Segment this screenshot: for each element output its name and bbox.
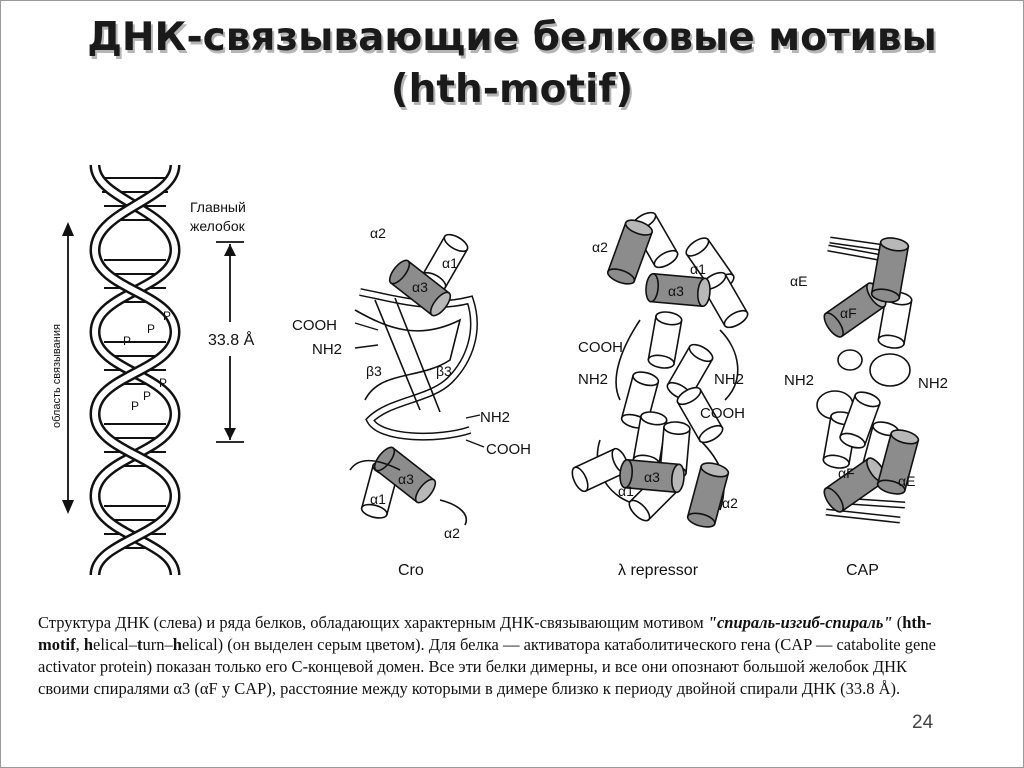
phosphate-label: P xyxy=(123,334,131,348)
cro-structure xyxy=(349,230,485,526)
cro-caption: Cro xyxy=(398,562,424,579)
lambda-alpha1-label-2: α1 xyxy=(618,483,634,499)
distance-arrow xyxy=(216,241,244,443)
slide-title: ДНК-связывающие белковые мотивы (hth-mot… xyxy=(0,12,1024,116)
caption-bold-letter: h xyxy=(172,635,182,654)
cro-cooh-label-2: COOH xyxy=(486,441,531,458)
lambda-nh2-label-2: NH2 xyxy=(714,371,744,388)
phosphate-label: P xyxy=(159,376,167,390)
cro-beta3-label: β3 xyxy=(366,363,382,379)
phosphate-label: P xyxy=(147,322,155,336)
caption-text: elical– xyxy=(93,635,137,654)
cro-alpha3-label: α3 xyxy=(412,279,428,295)
cap-structure xyxy=(816,235,921,524)
lambda-alpha1-label: α1 xyxy=(690,261,706,277)
cro-labels: α2 α1 α3 COOH NH2 β3 β3 NH2 COOH α3 α1 α… xyxy=(292,225,531,579)
distance-label: 33.8 Å xyxy=(208,330,255,349)
cap-alphaE-label-2: αE xyxy=(898,473,915,489)
cap-alphaE-label: αE xyxy=(790,273,807,289)
cap-nh2-label: NH2 xyxy=(784,372,814,389)
lambda-labels: α2 α1 α3 COOH NH2 NH2 COOH α3 α1 α2 λ re… xyxy=(578,239,745,579)
caption-bold-letter: h xyxy=(83,635,94,654)
binding-region-arrow xyxy=(62,222,74,514)
cap-labels: αE αF NH2 NH2 αF αE CAP xyxy=(784,273,948,579)
caption-motif-abbrev: hth-motif xyxy=(38,613,932,654)
lambda-alpha2-label: α2 xyxy=(592,239,608,255)
cro-alpha3-label-2: α3 xyxy=(398,471,414,487)
caption-text: ( xyxy=(892,613,903,632)
phosphate-labels: P P P P P P xyxy=(123,309,171,413)
lambda-cooh-label-2: COOH xyxy=(700,405,745,422)
dna-helix xyxy=(89,164,181,576)
caption-text: Структура ДНК (слева) и ряда белков, обл… xyxy=(38,613,708,632)
title-line-1: ДНК-связывающие белковые мотивы xyxy=(87,15,937,60)
cro-cooh-label: COOH xyxy=(292,317,337,334)
cro-beta3-label-2: β3 xyxy=(436,363,452,379)
cro-alpha2-label: α2 xyxy=(370,225,386,241)
binding-region-label: область связывания xyxy=(51,324,63,428)
cro-alpha2-label-2: α2 xyxy=(444,525,460,541)
figure: P P P P P P область связывания Главный ж… xyxy=(51,164,948,579)
lambda-nh2-label: NH2 xyxy=(578,371,608,388)
cro-alpha1-label: α1 xyxy=(442,255,458,271)
cro-nh2-label-2: NH2 xyxy=(480,409,510,426)
caption-bold-letter: t xyxy=(137,635,143,654)
lambda-alpha3-label-2: α3 xyxy=(644,469,660,485)
caption-text: elical) (он выделен серым цветом). Для б… xyxy=(38,635,936,698)
page-number: 24 xyxy=(912,712,934,733)
caption-text: , xyxy=(75,635,84,654)
figure-caption: Структура ДНК (слева) и ряда белков, обл… xyxy=(38,612,958,700)
cro-nh2-label: NH2 xyxy=(312,341,342,358)
major-groove-label-1: Главный xyxy=(190,199,246,215)
caption-motif-quote: "спираль-изгиб-спираль" xyxy=(707,613,893,632)
cro-alpha1-label-2: α1 xyxy=(370,491,386,507)
lambda-alpha2-label-2: α2 xyxy=(722,495,738,511)
cap-alphaF-label: αF xyxy=(840,305,857,321)
cap-nh2-label-2: NH2 xyxy=(918,375,948,392)
cap-caption: CAP xyxy=(846,562,879,579)
lambda-caption: λ repressor xyxy=(618,562,699,579)
lambda-alpha3-label: α3 xyxy=(668,283,684,299)
phosphate-label: P xyxy=(143,389,151,403)
cap-alphaF-label-2: αF xyxy=(838,465,855,481)
lambda-repressor-structure xyxy=(568,208,752,531)
lambda-cooh-label: COOH xyxy=(578,339,623,356)
title-line-2: (hth-motif) xyxy=(390,67,634,112)
phosphate-label: P xyxy=(163,309,171,323)
caption-text: urn– xyxy=(142,635,173,654)
major-groove-label-2: желобок xyxy=(190,218,246,234)
phosphate-label: P xyxy=(131,399,139,413)
